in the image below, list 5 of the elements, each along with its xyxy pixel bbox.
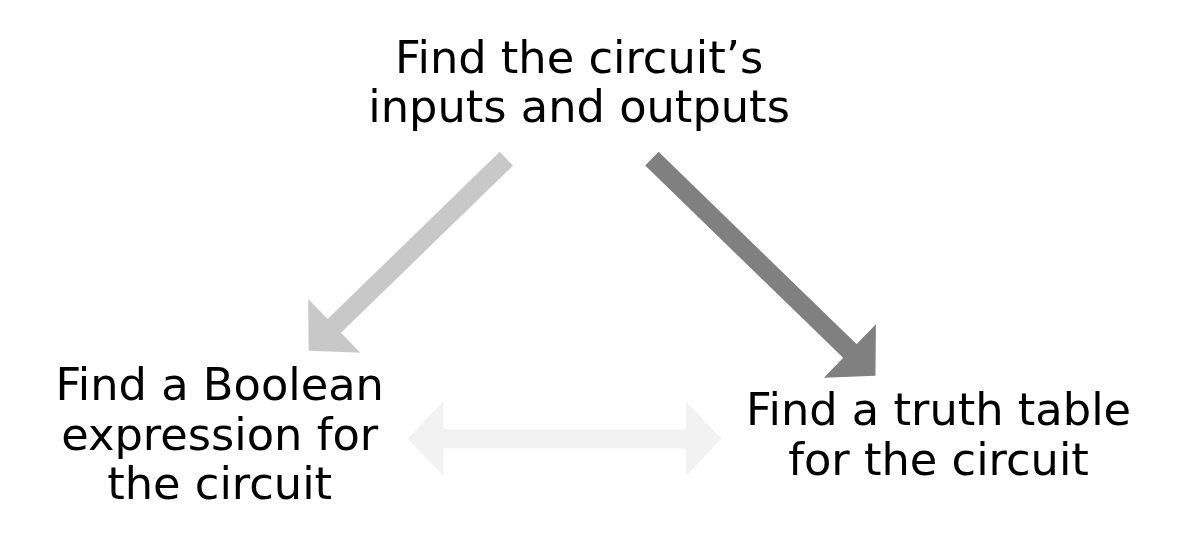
- node-text: Find the circuit’s inputs and outputs: [367, 30, 790, 134]
- node-text: Find a truth table for the circuit: [745, 383, 1131, 486]
- node-text: Find a Boolean expression for the circuit: [54, 358, 384, 511]
- arrow: [307, 151, 513, 353]
- arrow: [644, 151, 876, 378]
